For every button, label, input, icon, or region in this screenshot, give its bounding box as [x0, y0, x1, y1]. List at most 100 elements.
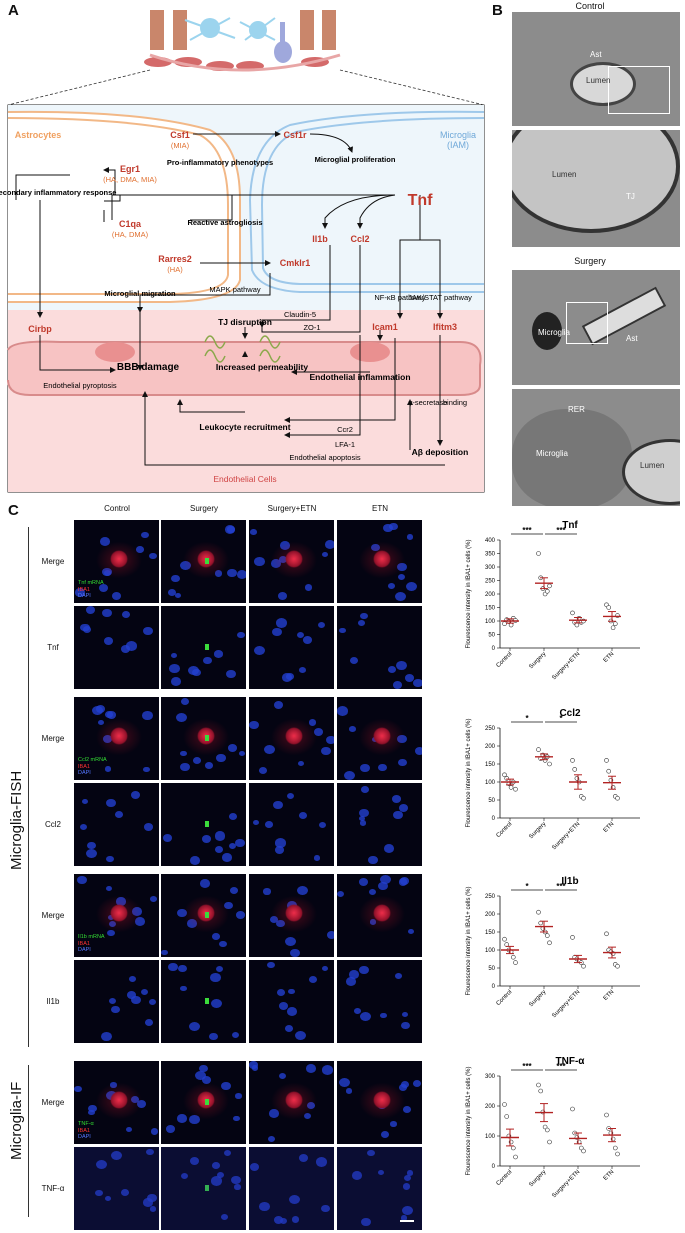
node-lfa1: LFA-1 — [335, 440, 355, 449]
point-1-0-1 — [505, 776, 509, 780]
node-rarres2-sub: (HA) — [167, 265, 183, 274]
xtick-label-2-1: Surgery — [528, 989, 547, 1008]
ytick-label-2-3: 150 — [485, 930, 496, 936]
node-bbb-damage: BBB damage — [117, 362, 180, 373]
micrograph-r5-c2 — [249, 960, 334, 1043]
node-c1qa-sub: (HA, DMA) — [112, 230, 149, 239]
xtick-label-1-2: Surgery+ETN — [551, 821, 581, 851]
em-control-overview: Ast Lumen — [512, 12, 680, 126]
micrograph-r3-c2 — [249, 783, 334, 866]
micrograph-r5-c1 — [161, 960, 246, 1043]
node-mapk: MAPK pathway — [209, 285, 261, 294]
row-label-6: Merge — [28, 1098, 78, 1107]
legend-3-item-2: DAPI — [78, 1134, 94, 1141]
legend-1: Ccl2 mRNAIBA1DAPI — [78, 757, 107, 777]
micrograph-r4-c2 — [249, 874, 334, 957]
node-microglial-migration: Microglial migration — [104, 289, 176, 298]
ytick-label-1-2: 100 — [485, 780, 496, 786]
node-egr1-sub: (HA, DMA, MIA) — [103, 175, 157, 184]
point-3-1-4 — [545, 1128, 549, 1132]
em-microglia-label: Microglia — [538, 328, 570, 337]
legend-0-item-2: DAPI — [78, 593, 104, 600]
micrograph-r1-c1 — [161, 606, 246, 689]
em-title-surgery: Surgery — [500, 256, 680, 266]
micrograph-r0-c3 — [337, 520, 422, 603]
node-abeta-deposition: Aβ deposition — [412, 447, 469, 457]
ytick-label-0-8: 400 — [485, 538, 496, 544]
chart-2: Il1bFlourescence intensity in IBA1+ cell… — [466, 876, 640, 1019]
point-1-0-5 — [514, 787, 518, 791]
point-0-1-0 — [537, 552, 541, 556]
scale-bar — [400, 1220, 414, 1222]
point-2-0-5 — [514, 961, 518, 965]
xtick-label-3-2: Surgery+ETN — [551, 1169, 581, 1199]
sidebar-microglia-fish: Microglia-FISH — [8, 771, 25, 870]
row-label-2: Merge — [28, 734, 78, 743]
node-ifitm3: Ifitm3 — [433, 322, 457, 332]
micrograph-r7-c2 — [249, 1147, 334, 1230]
xtick-label-3-3: ETN — [603, 1169, 616, 1182]
point-0-2-2 — [575, 623, 579, 627]
node-secondary-response: Secondary inflammatory response — [0, 188, 116, 197]
micrograph-r7-c0 — [74, 1147, 159, 1230]
ytick-label-0-2: 100 — [485, 619, 496, 625]
point-3-1-5 — [548, 1140, 552, 1144]
micrograph-r2-c1 — [161, 697, 246, 780]
micrograph-r2-c3 — [337, 697, 422, 780]
ytick-label-2-2: 100 — [485, 948, 496, 954]
point-1-3-1 — [607, 769, 611, 773]
em-surgery-overview: Microglia Ast — [512, 270, 680, 385]
ytick-label-0-1: 50 — [488, 633, 495, 639]
node-claudin5: Claudin-5 — [284, 310, 316, 319]
microglia-label: Microglia — [440, 130, 476, 140]
chart-ylabel-1: Flourescence intensity in IBA1+ cells (%… — [466, 719, 472, 828]
ytick-label-2-0: 0 — [492, 984, 496, 990]
point-1-0-0 — [503, 773, 507, 777]
point-0-3-3 — [611, 626, 615, 630]
sig-label-3-0: *** — [522, 1062, 532, 1071]
ytick-label-3-2: 200 — [485, 1104, 496, 1110]
sidebar-microglia-if: Microglia-IF — [8, 1082, 25, 1160]
neurovascular-illustration — [8, 10, 484, 105]
xtick-label-3-1: Surgery — [528, 1169, 547, 1188]
ytick-label-0-7: 350 — [485, 552, 496, 558]
point-1-3-5 — [616, 796, 620, 800]
point-3-1-1 — [539, 1089, 543, 1093]
ytick-label-3-1: 100 — [485, 1134, 496, 1140]
point-3-3-5 — [616, 1152, 620, 1156]
micrograph-r7-c1 — [161, 1147, 246, 1230]
micrograph-r5-c0 — [74, 960, 159, 1043]
point-3-0-5 — [514, 1155, 518, 1159]
node-cmklr1: Cmklr1 — [280, 258, 311, 268]
micrograph-r3-c1 — [161, 783, 246, 866]
micrograph-r1-c2 — [249, 606, 334, 689]
em-lumen-zoom-label: Lumen — [552, 170, 576, 179]
point-0-1-5 — [548, 584, 552, 588]
ytick-label-1-4: 200 — [485, 744, 496, 750]
node-endothelial-pyroptosis: Endothelial pyroptosis — [43, 381, 117, 390]
point-2-1-5 — [548, 941, 552, 945]
chart-ylabel-2: Flourescence intensity in IBA1+ cells (%… — [466, 887, 472, 996]
point-3-0-4 — [511, 1146, 515, 1150]
point-3-0-1 — [505, 1115, 509, 1119]
micrograph-r6-c3 — [337, 1061, 422, 1144]
chart-title-1: Ccl2 — [559, 708, 581, 719]
mechanism-diagram: Astrocytes Microglia (IAM) Endothelial C… — [0, 0, 490, 500]
chart-1: Ccl2Flourescence intensity in IBA1+ cell… — [466, 708, 640, 851]
xtick-label-2-3: ETN — [603, 989, 616, 1002]
node-tnf: Tnf — [408, 192, 434, 209]
micrograph-r6-c1 — [161, 1061, 246, 1144]
row-label-7: TNF-α — [28, 1184, 78, 1193]
sig-label-0-0: *** — [522, 526, 532, 535]
micrograph-r1-c3 — [337, 606, 422, 689]
point-2-0-4 — [511, 955, 515, 959]
micrograph-r6-c2 — [249, 1061, 334, 1144]
node-icam1: Icam1 — [372, 322, 398, 332]
sig-label-2-1: *** — [556, 882, 566, 891]
point-2-2-5 — [582, 964, 586, 968]
point-0-3-1 — [607, 606, 611, 610]
xtick-label-0-3: ETN — [603, 651, 616, 664]
point-1-0-3 — [509, 785, 513, 789]
